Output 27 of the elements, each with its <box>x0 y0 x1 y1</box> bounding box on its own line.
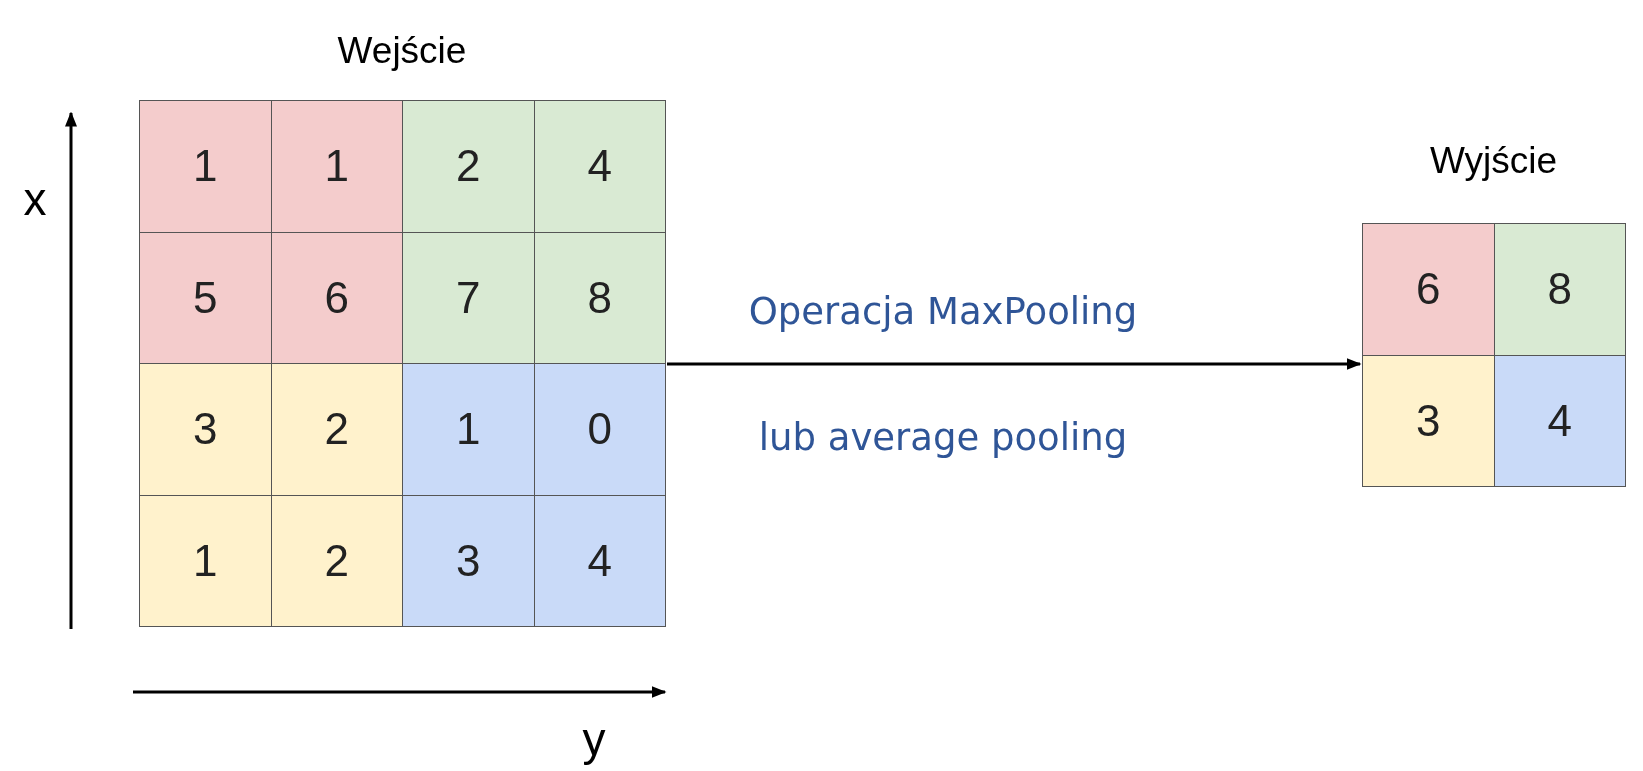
table-cell: 3 <box>402 494 535 627</box>
table-cell: 8 <box>533 231 666 364</box>
arrow <box>667 358 1362 370</box>
table-cell: 0 <box>533 363 666 496</box>
table-cell: 4 <box>533 100 666 233</box>
table-cell: 2 <box>270 494 403 627</box>
table-cell: 4 <box>1493 354 1626 487</box>
table-cell: 1 <box>270 100 403 233</box>
grid-title: Wejście <box>336 30 468 72</box>
table-cell: 2 <box>270 363 403 496</box>
table-cell: 6 <box>270 231 403 364</box>
table-cell: 1 <box>402 363 535 496</box>
table-cell: 8 <box>1493 223 1626 356</box>
table-cell: 5 <box>139 231 272 364</box>
table-cell: 1 <box>139 100 272 233</box>
table-cell: 2 <box>402 100 535 233</box>
table-cell: 3 <box>139 363 272 496</box>
table-cell: 7 <box>402 231 535 364</box>
operation-label: Operacja MaxPooling <box>748 289 1138 333</box>
table-cell: 1 <box>139 494 272 627</box>
grid-title: Wyjście <box>1428 140 1559 182</box>
table-cell: 3 <box>1362 354 1495 487</box>
table-cell: 6 <box>1362 223 1495 356</box>
axis-label: x <box>23 172 47 226</box>
table-cell: 4 <box>533 494 666 627</box>
axis-label: y <box>582 712 606 766</box>
operation-label: lub average pooling <box>758 415 1128 459</box>
